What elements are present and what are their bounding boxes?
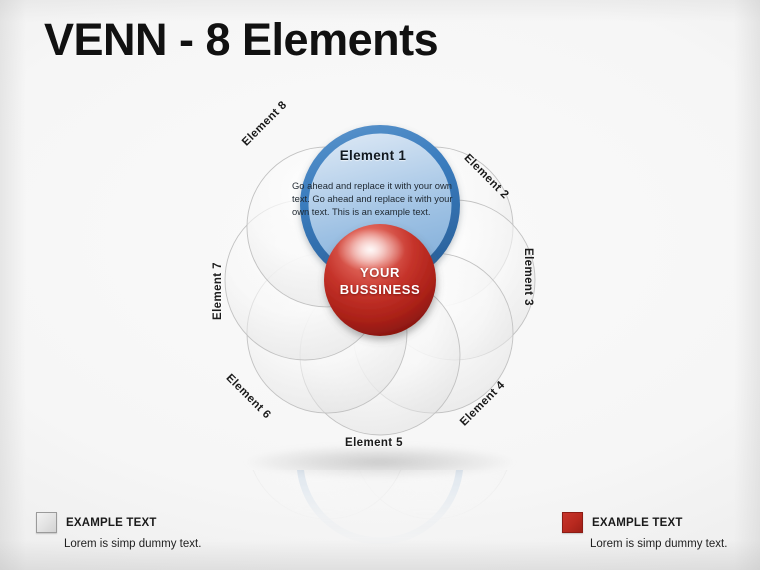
legend-right-row: EXAMPLE TEXT <box>562 512 727 533</box>
legend-right-title: EXAMPLE TEXT <box>592 516 683 529</box>
page-title: VENN - 8 Elements <box>44 14 439 65</box>
legend-right: EXAMPLE TEXT Lorem is simp dummy text. <box>562 512 727 550</box>
legend-left: EXAMPLE TEXT Lorem is simp dummy text. <box>36 512 201 550</box>
venn-diagram <box>175 100 585 480</box>
element-label-5[interactable]: Element 5 <box>345 437 403 449</box>
legend-left-title: EXAMPLE TEXT <box>66 516 157 529</box>
venn-svg <box>224 125 536 436</box>
center-sphere[interactable] <box>324 224 436 336</box>
reflection-petal-element-1 <box>297 470 463 545</box>
element-label-3[interactable]: Element 3 <box>522 248 534 306</box>
legend-left-subtitle: Lorem is simp dummy text. <box>64 538 202 550</box>
element-label-7[interactable]: Element 7 <box>212 262 224 320</box>
legend-right-subtitle: Lorem is simp dummy text. <box>590 538 728 550</box>
legend-left-row: EXAMPLE TEXT <box>36 512 201 533</box>
red-swatch-icon <box>562 512 583 533</box>
reflection-svg <box>252 470 508 545</box>
gray-swatch-icon <box>36 512 57 533</box>
element-1-title: Element 1 <box>339 148 407 163</box>
element-1-body: Go ahead and replace it with your own te… <box>292 180 453 218</box>
